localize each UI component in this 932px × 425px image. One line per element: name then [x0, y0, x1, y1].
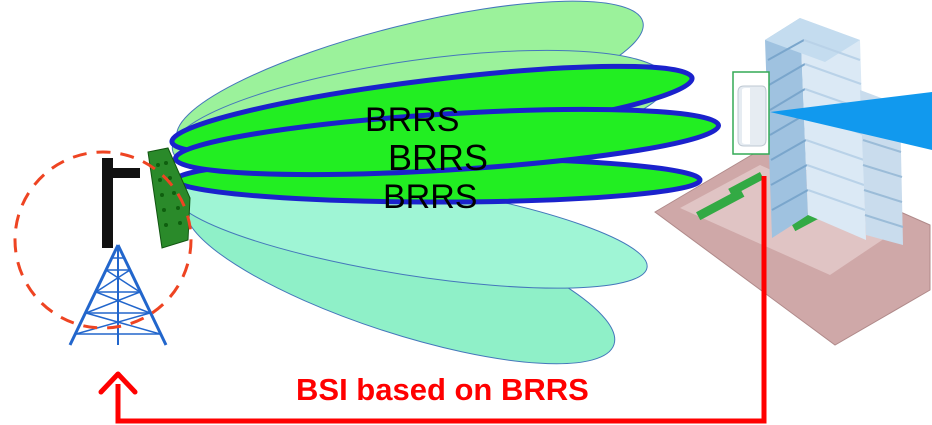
beam-label-lower: BRRS — [383, 178, 477, 216]
feedback-arrow — [98, 176, 767, 424]
base-station-tower-icon — [68, 158, 168, 346]
beam-label-center: BRRS — [388, 137, 488, 178]
ue-beam — [770, 92, 932, 150]
narrow-beam-center — [173, 106, 721, 178]
coverage-circle — [13, 150, 193, 330]
ue-device-icon — [732, 71, 770, 155]
feedback-label: BSI based on BRRS — [296, 372, 589, 407]
building-icon — [654, 18, 931, 346]
antenna-array-icon — [147, 147, 191, 249]
beam-label-upper: BRRS — [365, 101, 459, 139]
